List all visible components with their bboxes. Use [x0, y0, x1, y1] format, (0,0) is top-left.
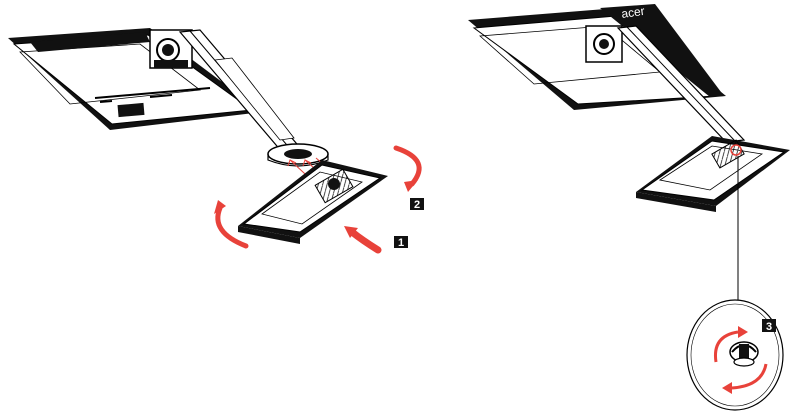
step-badge-2: 2 [410, 198, 424, 211]
base-plate-right [636, 136, 790, 212]
thumbscrew-icon [730, 342, 758, 366]
svg-text:3: 3 [766, 321, 772, 333]
left-assembly-illustration: 2 1 [8, 28, 424, 250]
step-badge-1: 1 [394, 236, 408, 249]
magnifier-callout [687, 300, 783, 410]
svg-text:2: 2 [414, 199, 420, 211]
rotate-arrow-icon [396, 148, 419, 184]
insert-arrow-icon [352, 232, 378, 250]
svg-text:1: 1 [398, 237, 404, 249]
right-assembly-illustration: acer [468, 4, 790, 410]
base-plate-left [238, 160, 388, 244]
rotate-arrow-head-right [404, 180, 418, 192]
step-badge-3: 3 [762, 319, 776, 333]
